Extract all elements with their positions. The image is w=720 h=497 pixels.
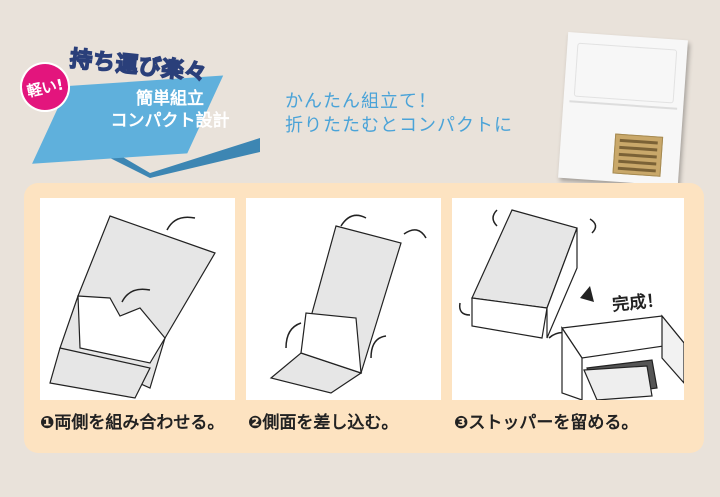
step-2-illustration [246, 198, 441, 400]
badge-line-2: コンパクト設計 [110, 111, 230, 131]
product-label-icon [612, 133, 664, 177]
tagline-line-1: かんたん組立て！ [285, 91, 437, 112]
step-1-caption: ❶両側を組み合わせる。 [40, 413, 225, 433]
photo-flap [573, 42, 678, 104]
completed-label: 完成！ [611, 290, 665, 316]
product-photo [558, 31, 688, 187]
arrow-triangle-icon [580, 286, 594, 302]
badge-arc-title: 持ち運び楽々 [68, 46, 209, 87]
feature-badge: 持ち運び楽々 軽い! 簡単組立 コンパクト設計 [15, 46, 260, 178]
badge-text: 簡単組立 コンパクト設計 [90, 88, 250, 132]
badge-line-1: 簡単組立 [136, 89, 204, 109]
box-interlock-icon [49, 215, 216, 399]
tagline: かんたん組立て！ 折りたたむとコンパクトに [285, 90, 513, 138]
step-2-caption: ❷側面を差し込む。 [248, 413, 399, 433]
stopper-fasten-icon [458, 209, 684, 400]
instructions-panel: 完成！ ❶両側を組み合わせる。 ❷側面を差し込む。 ❸ストッパーを留める。 [24, 183, 704, 453]
step-1-illustration [40, 198, 235, 400]
tagline-line-2: 折りたたむとコンパクトに [285, 115, 513, 136]
step-3-illustration: 完成！ [452, 198, 684, 400]
step-3-caption: ❸ストッパーを留める。 [454, 413, 639, 433]
side-insert-icon [269, 214, 427, 394]
